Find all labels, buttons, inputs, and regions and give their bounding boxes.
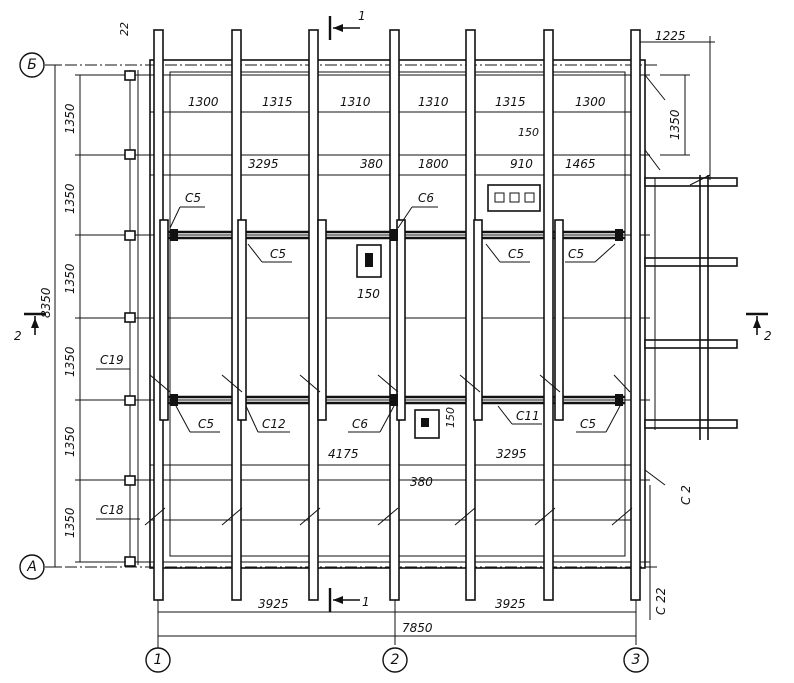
section-1-top-label: 1 [358,9,366,23]
dim-left-1: 1350 [63,103,77,134]
label-c6-top: C6 [418,191,434,205]
label-c5-low-left: C5 [198,417,214,431]
label-150-low: 150 [444,407,457,428]
axis-label-2: 2 [391,652,400,668]
axis-label-1: 1 [154,652,163,668]
dim-top-right-width: 1225 [655,29,686,43]
section-1-bottom-label: 1 [362,595,370,609]
label-c12: C12 [262,417,286,431]
label-c22: C 22 [654,588,668,615]
dim-top-4: 1310 [418,95,449,109]
dim-left-2: 1350 [63,183,77,214]
axis-bubble-3: 3 [623,647,649,673]
openings [356,184,541,439]
label-c5-top-left: C5 [185,191,201,205]
dim-lower-span1: 4175 [328,447,359,461]
second-row-dimensions: 3295 380 1800 910 1465 [248,157,596,171]
dim-top-1: 1300 [188,95,219,109]
right-stair [644,74,738,440]
section-2-right-label: 2 [764,329,772,343]
dim-bottom-left: 3925 [258,597,289,611]
bottom-dimensions: 3925 3925 7850 [258,597,526,635]
label-c5-low-right: C5 [580,417,596,431]
label-c5-right: C5 [568,247,584,261]
left-dimension-lines [50,64,120,568]
dim-top-right-height: 1350 [668,109,682,140]
section-marker-1-bottom: 1 [328,588,370,612]
axis-bubble-2: 2 [382,647,408,673]
dim-second-3: 1800 [418,157,449,171]
top-right-dimension-lines [640,36,715,620]
label-c19: C19 [100,353,124,367]
label-c5-mid-right: C5 [508,247,524,261]
dim-left-4: 1350 [63,346,77,377]
section-marker-1-top: 1 [328,9,366,40]
dim-left-5: 1350 [63,426,77,457]
dim-top-left: 22 [118,22,131,36]
dim-lower-gap: 380 [410,475,433,489]
label-c18: C18 [100,503,124,517]
section-marker-2-left: 2 [14,312,46,343]
axis-bubble-a: А [19,554,45,580]
dim-second-1: 3295 [248,157,279,171]
dim-second-2: 380 [360,157,383,171]
label-c6-low: C6 [352,417,368,431]
dim-bottom-total: 7850 [402,621,433,635]
dim-second-5: 1465 [565,157,596,171]
dim-left-6: 1350 [63,507,77,538]
dim-top-right-small: 150 [518,126,539,139]
inner-posts [159,219,564,421]
lower-dimensions: 4175 3295 380 [328,447,527,489]
axis-label-a: А [26,559,37,575]
axis-bubble-1: 1 [145,645,171,673]
label-150-mid: 150 [357,287,380,301]
dim-top-3: 1310 [340,95,371,109]
axis-bubble-b: Б [19,52,45,78]
bottom-dimension-lines [157,600,637,645]
top-row-dimensions: 1300 1315 1310 1310 1315 1300 [188,95,606,109]
section-2-left-label: 2 [14,329,22,343]
dim-left-3: 1350 [63,263,77,294]
member-labels: C5 C6 C5 C5 C5 150 C19 C5 C12 C6 150 C11… [96,191,621,520]
label-c11: C11 [516,409,540,423]
dim-lower-span2: 3295 [496,447,527,461]
axis-label-b: Б [27,57,37,73]
diagonal-braces [144,374,633,526]
dim-top-6: 1300 [575,95,606,109]
dim-top-2: 1315 [262,95,293,109]
axis-lines [45,30,660,645]
axis-label-3: 3 [632,652,641,668]
girder-ends [170,229,623,406]
dim-second-4: 910 [510,157,533,171]
dim-left-total: 8350 [39,287,53,318]
left-brackets [124,70,139,567]
label-c5-mid-left: C5 [270,247,286,261]
left-dimensions: 1350 1350 1350 1350 1350 1350 8350 [39,103,77,538]
section-marker-2-right: 2 [746,312,772,343]
horizontal-ledgers [120,74,650,563]
label-c2: C 2 [679,485,693,505]
dim-bottom-right: 3925 [495,597,526,611]
dim-top-5: 1315 [495,95,526,109]
